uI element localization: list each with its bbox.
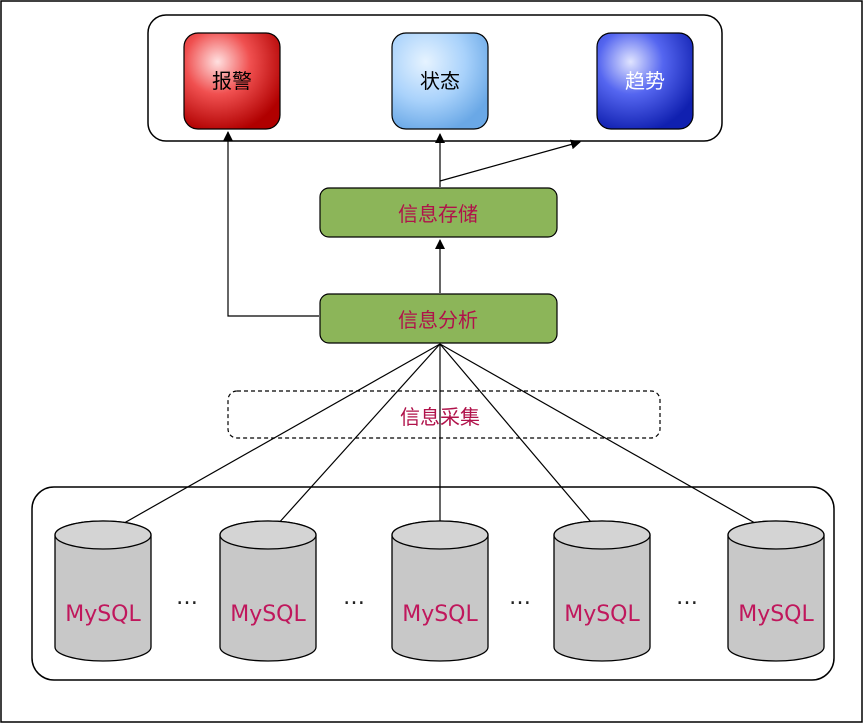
database-group: MySQL MySQL MySQL MySQL MySQL — [54, 520, 825, 662]
mysql-database-5: MySQL — [727, 520, 825, 662]
mysql-label: MySQL — [230, 602, 306, 627]
cylinder-top — [727, 520, 825, 550]
ellipsis-4: … — [676, 585, 698, 610]
arrow-storage-to-trend — [439, 139, 581, 182]
mysql-database-3: MySQL — [391, 520, 489, 662]
arrow-analysis-to-alarm — [223, 131, 319, 317]
trend-box: 趋势 — [596, 32, 694, 130]
cylinder-top — [219, 520, 317, 550]
status-label: 状态 — [420, 69, 460, 93]
status-box: 状态 — [391, 32, 489, 130]
collection-label: 信息采集 — [400, 405, 480, 429]
mysql-label: MySQL — [402, 602, 478, 627]
mysql-database-2: MySQL — [219, 520, 317, 662]
mysql-database-1: MySQL — [54, 520, 152, 662]
trend-label: 趋势 — [625, 69, 665, 93]
storage-box: 信息存储 — [319, 187, 558, 238]
mysql-database-4: MySQL — [553, 520, 651, 662]
analysis-label: 信息分析 — [398, 308, 478, 332]
mysql-label: MySQL — [738, 602, 814, 627]
cylinder-top — [54, 520, 152, 550]
ellipsis-2: … — [343, 585, 365, 610]
storage-label: 信息存储 — [398, 202, 478, 226]
ellipsis-1: … — [176, 585, 198, 610]
mysql-label: MySQL — [65, 602, 141, 627]
mysql-label: MySQL — [564, 602, 640, 627]
arrows — [223, 131, 581, 317]
cylinder-top — [391, 520, 489, 550]
alarm-box: 报警 — [183, 32, 281, 130]
analysis-box: 信息分析 — [319, 293, 558, 344]
collection-lines — [102, 343, 777, 536]
collection-box — [227, 390, 661, 439]
cylinder-top — [553, 520, 651, 550]
ellipsis-3: … — [509, 585, 531, 610]
alarm-label: 报警 — [212, 69, 252, 93]
